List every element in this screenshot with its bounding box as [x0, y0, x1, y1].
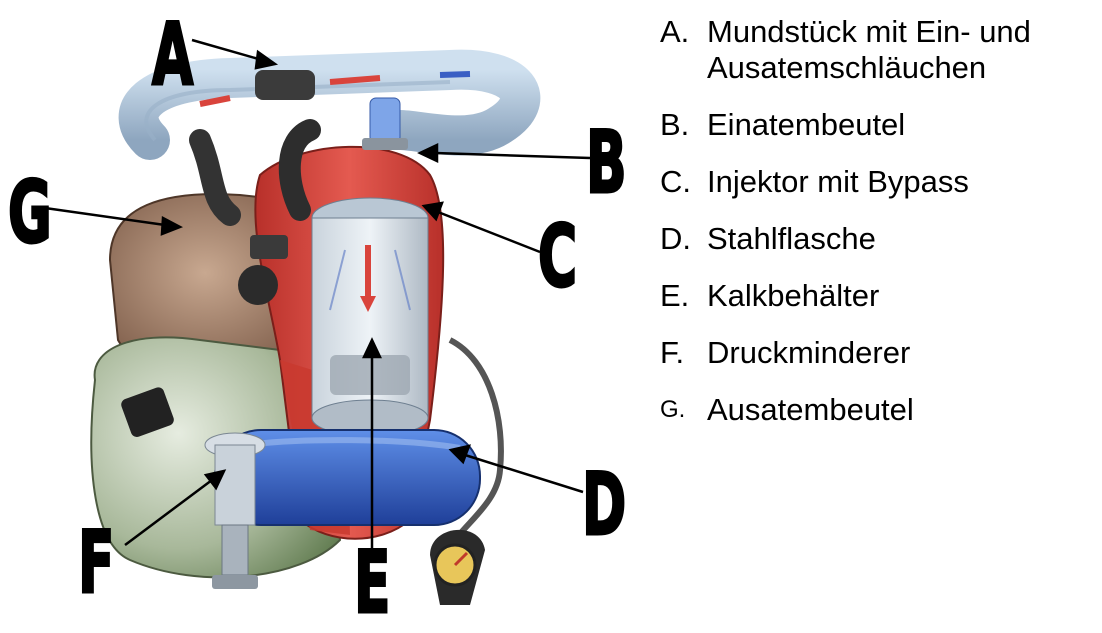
callout-e: E: [354, 540, 389, 626]
legend-key: F.: [660, 335, 707, 371]
legend-item-e: E. Kalkbehälter: [660, 278, 1100, 314]
legend-text: Ausatembeutel: [707, 392, 1100, 428]
legend-item-c: C. Injektor mit Bypass: [660, 164, 1100, 200]
legend-key: D.: [660, 221, 707, 257]
legend-text: Druckminderer: [707, 335, 1100, 371]
legend-text: Stahlflasche: [707, 221, 1100, 257]
legend-item-g: G. Ausatembeutel: [660, 392, 1100, 428]
legend-key: G.: [660, 392, 707, 428]
legend-text: Injektor mit Bypass: [707, 164, 1100, 200]
callout-b: B: [586, 120, 625, 206]
callout-a: A: [152, 12, 192, 98]
legend-key: E.: [660, 278, 707, 314]
side-knob: [238, 265, 278, 305]
rebreather-diagram: A B C D E F G: [0, 0, 640, 617]
legend-text: Einatembeutel: [707, 107, 1100, 143]
legend-text: Mundstück mit Ein- und Ausatemschläuchen: [707, 14, 1100, 86]
legend-key: C.: [660, 164, 707, 200]
legend-text: Kalkbehälter: [707, 278, 1100, 314]
callout-c: C: [538, 214, 576, 300]
legend-item-a: A. Mundstück mit Ein- und Ausatemschläuc…: [660, 14, 1100, 86]
legend-item-d: D. Stahlflasche: [660, 221, 1100, 257]
pressure-gauge: [430, 530, 485, 605]
callout-f: F: [78, 520, 113, 606]
breathing-hose-loop: [139, 70, 521, 140]
legend-key: A.: [660, 14, 707, 50]
legend-item-f: F. Druckminderer: [660, 335, 1100, 371]
legend-key: B.: [660, 107, 707, 143]
scrubber-canister: [312, 198, 428, 436]
parts-legend: A. Mundstück mit Ein- und Ausatemschläuc…: [660, 14, 1100, 449]
legend-item-b: B. Einatembeutel: [660, 107, 1100, 143]
callout-d: D: [582, 462, 625, 548]
callout-g: G: [8, 170, 51, 256]
